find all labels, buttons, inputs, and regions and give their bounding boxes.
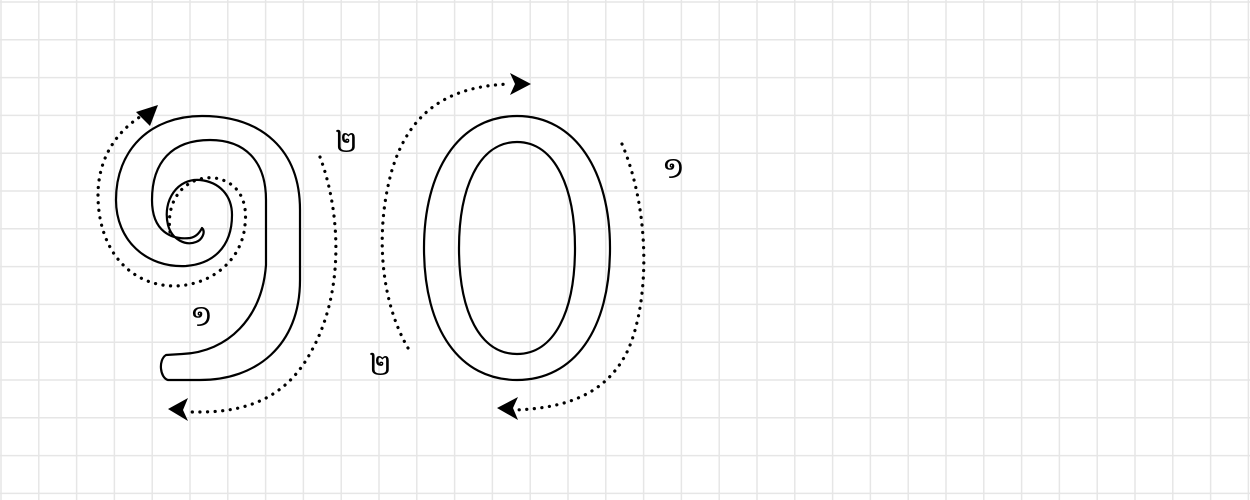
- digit-one-arrowhead-bottom: [168, 398, 188, 421]
- digit-zero-right-guide: [513, 142, 646, 412]
- stroke-order-label: ២: [335, 125, 358, 160]
- digit-zero-outer-outline: [422, 114, 612, 382]
- digit-zero-arrowhead-bottom: [497, 397, 518, 420]
- digit-one-right-guide: [183, 155, 338, 414]
- stroke-order-label: ១: [662, 151, 685, 186]
- digit-zero-arrowhead-top: [510, 73, 531, 95]
- stroke-order-label: ២: [369, 348, 392, 383]
- digit-zero-left-guide: [380, 82, 512, 350]
- digit-zero-inner-outline: [457, 140, 577, 356]
- digit-one-outline: [114, 114, 302, 382]
- digit-zero-glyph: ២ ១: [369, 73, 685, 420]
- digit-one-inner-guide: [96, 110, 248, 288]
- digit-one-glyph: ២ ១: [96, 105, 358, 421]
- stroke-order-label: ១: [190, 299, 213, 334]
- digit-one-arrowhead-top: [136, 105, 158, 126]
